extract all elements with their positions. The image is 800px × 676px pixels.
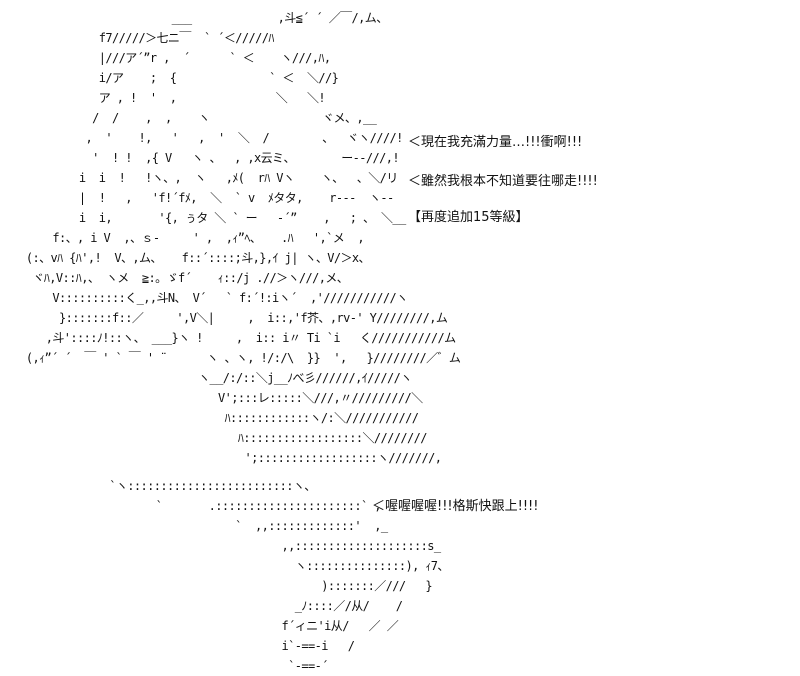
dialogue-line-dont-know-where: ＜雖然我根本不知道要往哪走!!!! — [408, 174, 598, 189]
level-up-notice: 【再度追加15等級】 — [408, 210, 529, 225]
ascii-art-lower-figure: `ヽ:::::::::::::::::::::::::ヽ、 ` .:::::::… — [109, 479, 449, 673]
dialogue-line-guts-follow: ＜喔喔喔喔!!!格斯快跟上!!!! — [372, 499, 539, 514]
ascii-art-upper-figure: ___ ,斗≦´ ´ ／￣/,ム、 f7/////＞七ニ￣ ` ´＜/////ﾊ… — [25, 11, 461, 465]
dialogue-line-full-of-power: ＜現在我充滿力量…!!!衝啊!!! — [408, 135, 583, 150]
